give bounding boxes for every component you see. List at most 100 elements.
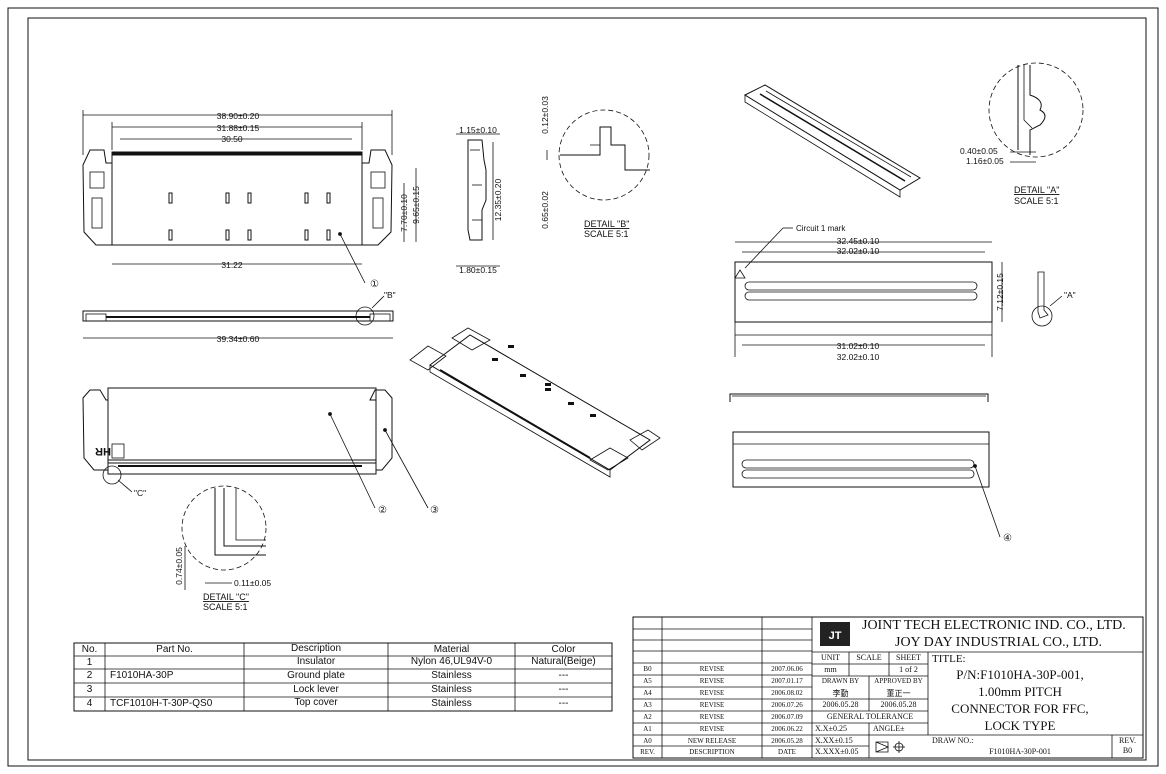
callout-c: "C" <box>134 488 146 498</box>
hr-mark: HR <box>95 445 111 457</box>
title-line: 1.00mm PITCH <box>978 684 1062 699</box>
row3-color: --- <box>558 684 569 695</box>
unit-label: UNIT <box>820 653 841 662</box>
callout-3: ③ <box>430 505 439 516</box>
row4-part: TCF1010H-T-30P-QS0 <box>110 698 213 709</box>
detail-c-dim-horizontal: 0.11±0.05 <box>234 578 271 588</box>
col-no-header: No. <box>81 644 98 655</box>
row2-material: Stainless <box>431 670 472 681</box>
tol-xx: X.XX±0.15 <box>815 736 853 745</box>
isometric-connector <box>409 327 661 478</box>
detail-c-scale: SCALE 5:1 <box>203 602 248 612</box>
detail-c-title: DETAIL "C" <box>203 592 249 602</box>
drawn-by-label: DRAWN BY <box>821 677 860 685</box>
detail-a-scale: SCALE 5:1 <box>1014 196 1059 206</box>
title-label: TITLE: <box>932 653 966 665</box>
side-view: 1.15±0.10 12.35±0.20 1.80±0.15 <box>456 125 503 275</box>
sheet-value: 1 of 2 <box>899 665 918 674</box>
row1-color: Natural(Beige) <box>531 656 596 667</box>
col-color-header: Color <box>551 644 576 655</box>
row1-part: F1010HA-30P <box>110 670 174 681</box>
row3-no: 3 <box>86 684 93 695</box>
detail-c: 0.74±0.05 0.11±0.05 DETAIL "C" SCALE 5:1 <box>174 485 271 612</box>
callout-b: "B" <box>384 290 396 300</box>
side-dim-bottom: 1.80±0.15 <box>459 265 497 275</box>
rev-value: B0 <box>1122 746 1133 755</box>
row4-no: 4 <box>86 698 93 709</box>
detail-b-dim-bottom: 0.65±0.02 <box>540 191 550 229</box>
sheet-label: SHEET <box>896 653 921 662</box>
drawn-date: 2006.05.28 <box>822 700 859 709</box>
cover-dim-bot1: 31.02±0.10 <box>837 341 880 351</box>
inner-frame <box>27 17 1147 761</box>
rear-view: HR ② ③ "C" <box>82 387 439 516</box>
drawn-by: 李勤 <box>832 689 849 698</box>
side-dim-top: 1.15±0.10 <box>459 125 497 135</box>
company-name-2: JOY DAY INDUSTRIAL CO., LTD. <box>895 635 1103 650</box>
dim-inner: 31.88±0.15 <box>217 123 260 133</box>
callout-a: "A" <box>1064 290 1076 300</box>
parts-table <box>73 642 613 712</box>
dim-bottom-width: 39.34±0.60 <box>217 334 260 344</box>
callout-2: ② <box>378 505 387 516</box>
row2-desc: Ground plate <box>287 670 345 681</box>
draw-no-label: DRAW NO.: <box>932 736 974 745</box>
row3-desc: Lock lever <box>293 684 339 695</box>
approved-by-label: APPROVED BY <box>874 677 923 685</box>
col-material-header: Material <box>433 644 470 655</box>
row1-no: 1 <box>86 657 93 668</box>
unit-value: mm <box>824 665 837 674</box>
title-line: LOCK TYPE <box>984 718 1056 733</box>
title-line: P/N:F1010HA-30P-001, <box>956 667 1084 682</box>
front-view: 38.90±0.20 31.88±0.15 30.50 ① 31.22 <box>82 110 421 290</box>
col-desc-header: Description <box>290 643 342 654</box>
detail-a-dim-2: 1.16±0.05 <box>966 156 1004 166</box>
detail-b-dim-top: 0.12±0.03 <box>540 96 550 134</box>
circuit-mark-label: Circuit 1 mark <box>796 224 846 233</box>
svg-text:JT: JT <box>829 630 842 642</box>
company-name-1: JOINT TECH ELECTRONIC IND. CO., LTD. <box>862 618 1126 633</box>
approved-by: 董正一 <box>886 689 911 698</box>
row4-color: --- <box>558 698 569 709</box>
callout-1: ① <box>370 279 379 290</box>
cover-dim-top2: 32.02±0.10 <box>837 246 880 256</box>
drawing-title: P/N:F1010HA-30P-001, 1.00mm PITCH CONNEC… <box>928 666 1112 734</box>
title-line: CONNECTOR FOR FFC, <box>951 701 1089 716</box>
dim-overall: 38.90±0.20 <box>217 111 260 121</box>
detail-b-scale: SCALE 5:1 <box>584 229 629 239</box>
detail-b: 0.12±0.03 0.65±0.02 DETAIL "B" SCALE 5:1 <box>540 96 650 239</box>
cover-bottom-view: ④ <box>732 431 1012 544</box>
callout-4: ④ <box>1003 533 1012 544</box>
tolerance-label: GENERAL TOLERANCE <box>826 712 914 721</box>
top-cover-isometric <box>743 84 921 198</box>
tol-xxx: X.XXX±0.05 <box>815 747 859 756</box>
title-block: JT <box>632 616 1144 759</box>
side-dim-height: 12.35±0.20 <box>493 178 503 221</box>
rev-label: REV. <box>1119 736 1136 745</box>
row2-color: --- <box>558 670 569 681</box>
row3-material: Stainless <box>431 684 472 695</box>
col-part-header: Part No. <box>156 644 193 655</box>
cover-front-view: 32.45±0.10 32.02±0.10 Circuit 1 mark 31.… <box>734 224 1076 362</box>
cover-side-view <box>729 393 989 402</box>
angle-label: ANGLE± <box>873 724 905 733</box>
bottom-view: "B" 39.34±0.60 <box>82 290 396 344</box>
detail-c-dim-vertical: 0.74±0.05 <box>174 547 184 585</box>
row4-material: Stainless <box>431 698 472 709</box>
detail-a-dim-1: 0.40±0.05 <box>960 146 998 156</box>
company-logo <box>820 622 850 646</box>
tol-x: X.X±0.25 <box>815 724 847 733</box>
detail-a-title: DETAIL "A" <box>1014 185 1059 195</box>
approved-date: 2006.05.28 <box>880 700 917 709</box>
row2-no: 2 <box>86 670 93 681</box>
